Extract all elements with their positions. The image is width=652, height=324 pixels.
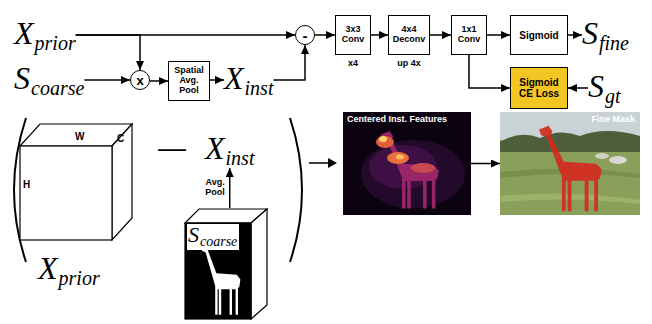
connector-arrow [568, 87, 588, 89]
math-term: Scoarse [187, 224, 239, 250]
box-note: x4 [348, 59, 358, 69]
operator-circle: x [130, 70, 150, 90]
term-subscript: coarse [31, 77, 84, 99]
operator-circle: - [295, 25, 315, 45]
dimension-label: W [75, 132, 84, 142]
connector-arrow [76, 35, 140, 70]
term-subscript: inst [226, 147, 255, 169]
connector-arrow [315, 34, 335, 36]
box-text: Sigmoid CE Loss [519, 77, 559, 99]
term-subscript: gt [605, 85, 621, 107]
result-arrow-line [309, 162, 329, 164]
box-text: 3x3 Conv [339, 25, 367, 45]
term-symbol: X [14, 15, 34, 51]
term-subscript: prior [35, 32, 76, 54]
term-symbol: S [188, 222, 199, 247]
image-caption: Fine Mask [591, 115, 635, 125]
process-box: 3x3 Convx4 [335, 15, 371, 55]
term-symbol: X [205, 130, 225, 166]
minus-sign: — [158, 134, 186, 162]
connector-arrow [273, 45, 305, 80]
connector-arrow [229, 168, 231, 208]
connector-arrow [150, 80, 168, 82]
process-box: Sigmoid [510, 15, 568, 55]
operator-symbol: x [136, 74, 143, 87]
term-subscript: fine [599, 32, 629, 54]
math-term: Xprior [38, 252, 100, 288]
box-note: up 4x [397, 59, 421, 69]
tensor-cube: HWCXprior [18, 122, 134, 242]
connector-arrow [487, 34, 510, 36]
term-subscript: prior [59, 267, 100, 289]
connector-arrow [469, 55, 510, 88]
loss-box: Sigmoid CE Loss [510, 67, 568, 109]
right-paren [290, 118, 302, 262]
math-term: Scoarse [14, 62, 84, 98]
process-box: Spatial Avg. Pool [168, 61, 210, 101]
math-term: Xprior [14, 17, 76, 53]
math-term: Xinst [224, 62, 273, 98]
term-subscript: inst [245, 77, 274, 99]
feature-map-art [343, 112, 471, 215]
connector-arrow [430, 34, 451, 36]
term-symbol: X [38, 250, 58, 286]
edge-label: Avg. Pool [191, 178, 225, 198]
box-text: Sigmoid [514, 30, 564, 41]
process-box: 1x1 Conv [451, 15, 487, 55]
connector-arrow [84, 79, 130, 81]
box-text: Spatial Avg. Pool [172, 66, 206, 96]
term-symbol: X [224, 60, 244, 96]
dimension-label: H [23, 180, 30, 190]
term-symbol: S [588, 68, 604, 104]
connector-arrow [568, 34, 582, 36]
term-subscript: coarse [200, 234, 237, 249]
math-term: Sgt [588, 70, 621, 106]
connector-arrow [471, 163, 500, 165]
image-panel: Fine Mask [500, 112, 640, 215]
mask-image-art [500, 112, 640, 215]
term-symbol: S [14, 60, 30, 96]
box-text: 1x1 Conv [455, 25, 483, 45]
image-caption: Centered Inst. Features [347, 115, 447, 125]
image-panel: Centered Inst. Features [343, 112, 471, 215]
math-term: Sfine [582, 17, 629, 53]
box-text: 4x4 Deconv [392, 25, 426, 45]
math-term: Xinst [205, 132, 254, 168]
process-box: 4x4 Deconvup 4x [388, 15, 430, 55]
term-symbol: S [582, 15, 598, 51]
tensor-cube: Scoarse [184, 208, 268, 320]
connector-arrow [210, 79, 224, 81]
operator-symbol: - [303, 28, 308, 43]
connector-arrow [371, 34, 388, 36]
dimension-label: C [117, 134, 124, 144]
result-arrow-head [328, 158, 337, 168]
